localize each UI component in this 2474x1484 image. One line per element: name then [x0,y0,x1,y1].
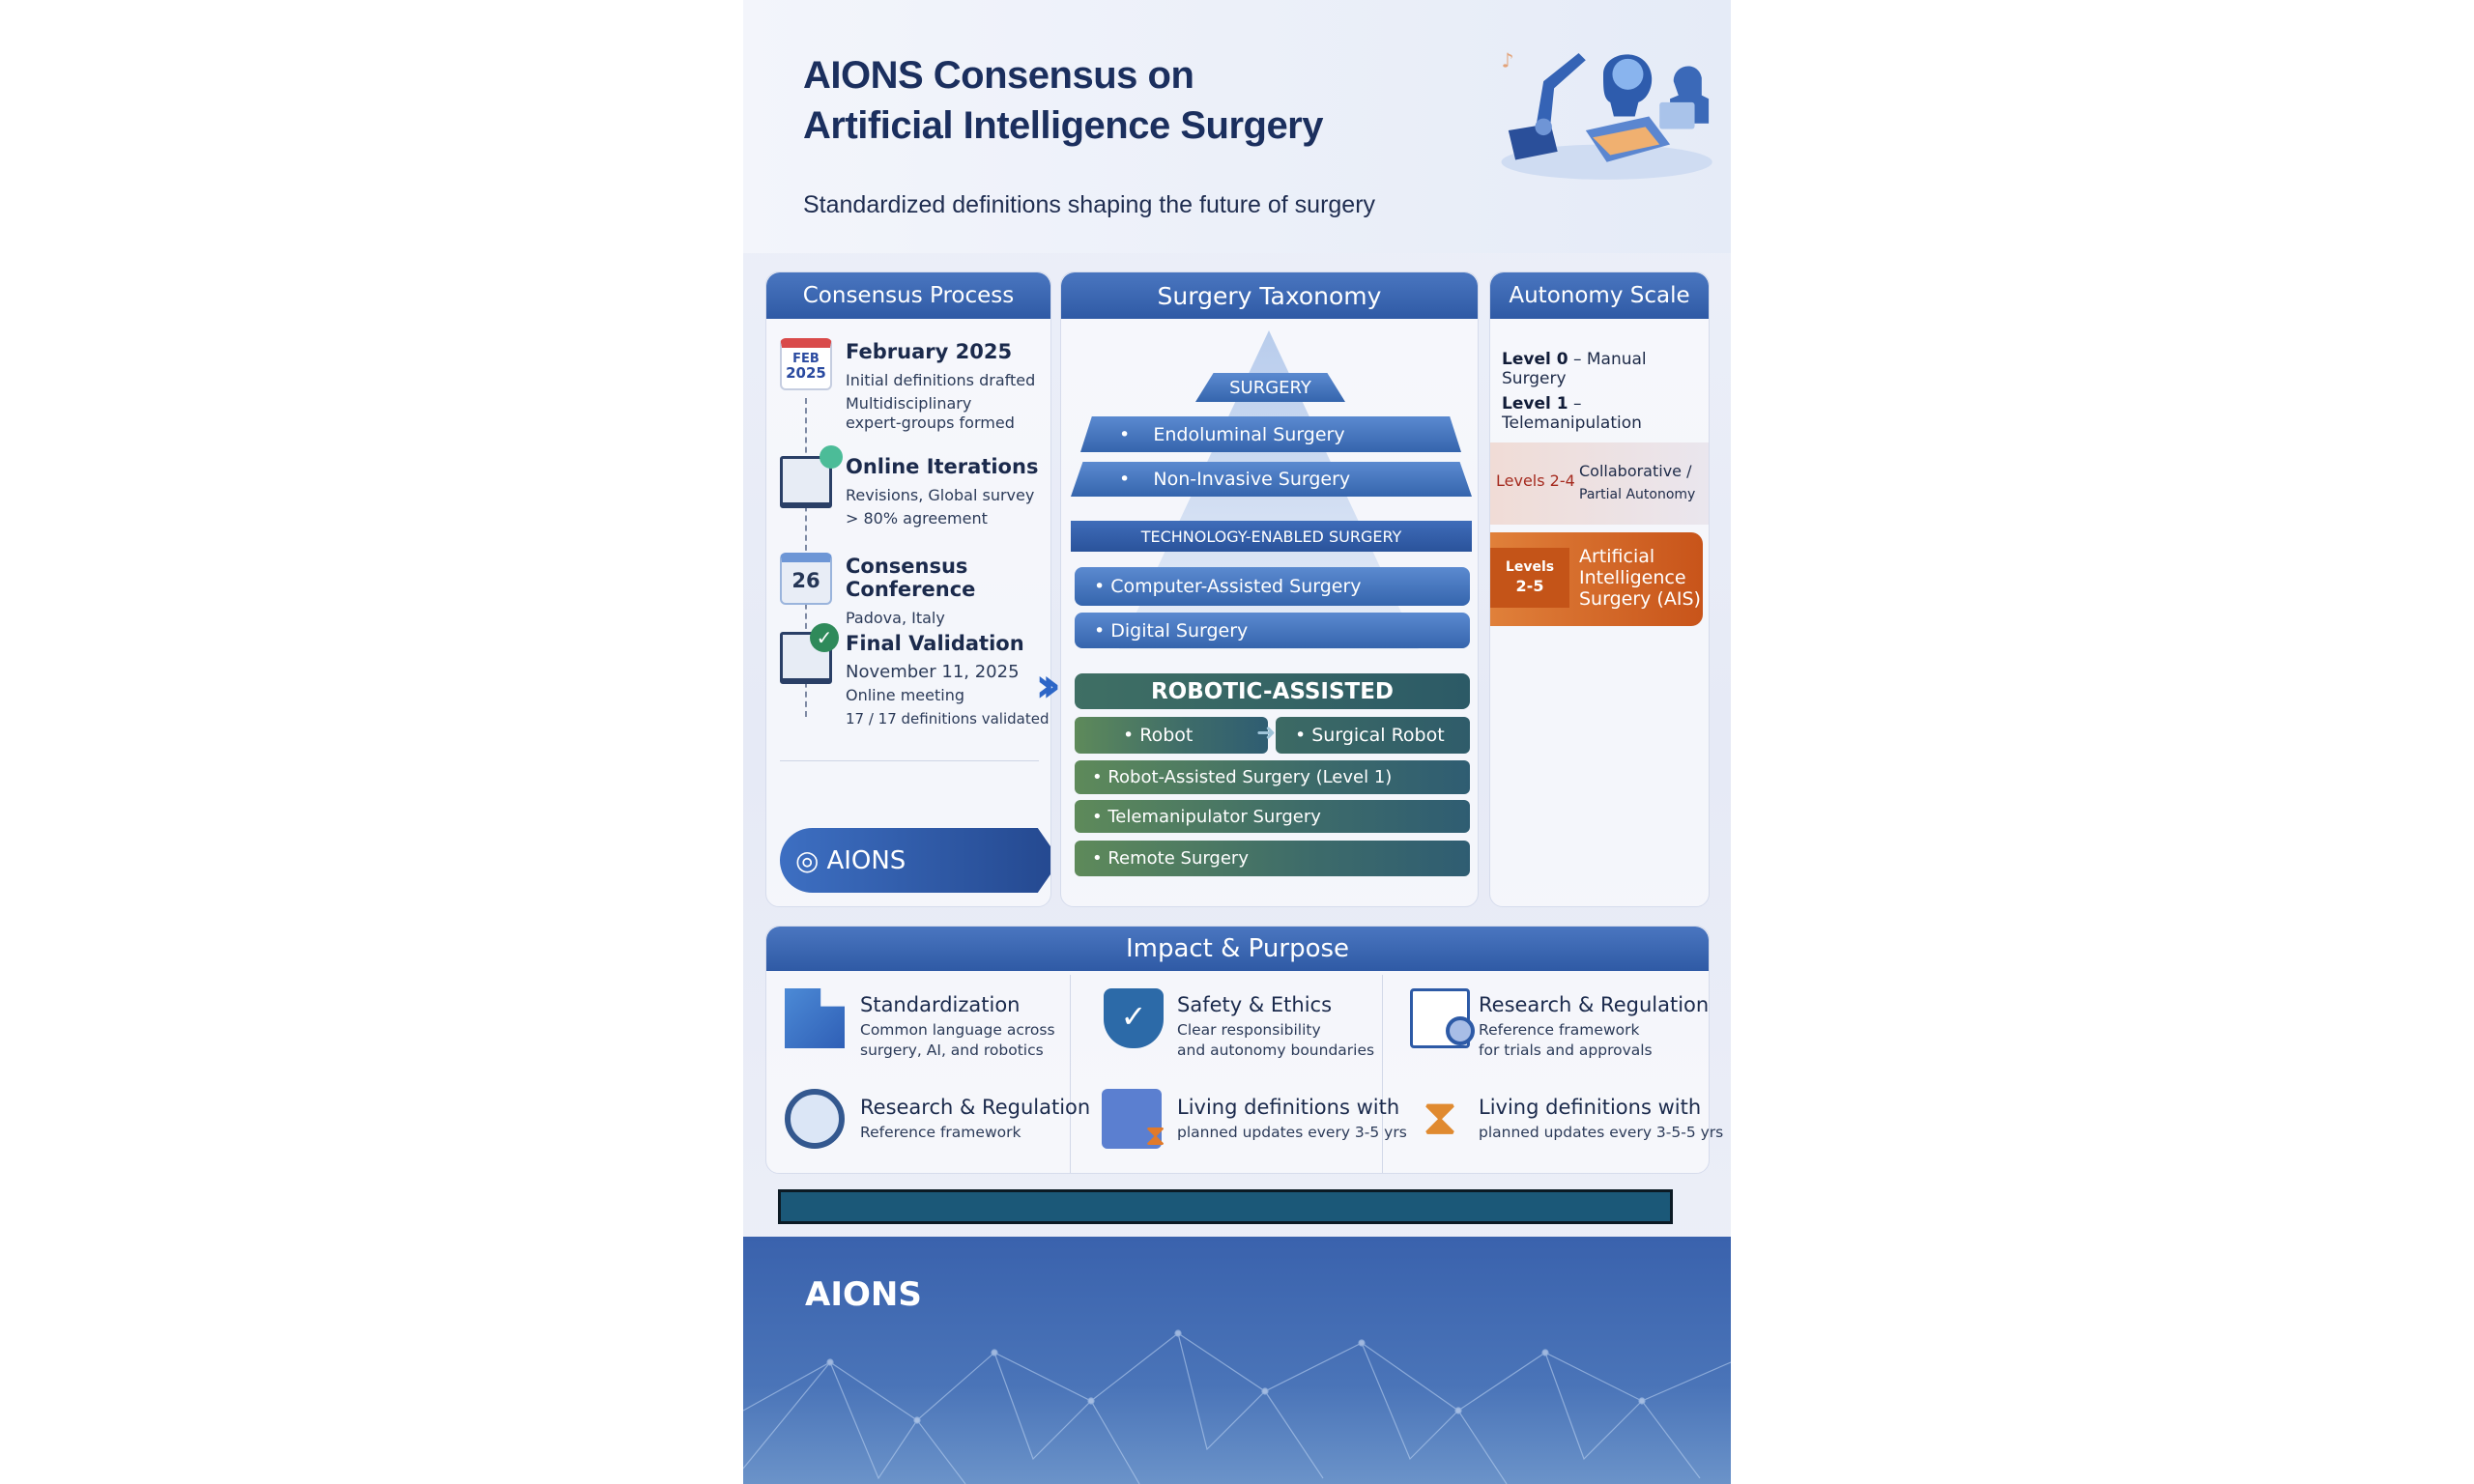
tier-technology-enabled: TECHNOLOGY-ENABLED SURGERY [1071,521,1472,552]
calendar-26-icon: 26 [780,553,832,605]
consensus-process-panel: Consensus Process FEB 2025 February 2025… [765,271,1051,907]
step-final-validation: Final Validation November 11, 2025 Onlin… [846,632,1050,728]
tier-remote-surgery: • Remote Surgery [1075,841,1470,876]
tier-surgical-robot: • Surgical Robot [1276,717,1470,754]
tier-digital: • Digital Surgery [1075,613,1470,648]
consensus-process-heading: Consensus Process [766,272,1050,319]
taxonomy-heading: Surgery Taxonomy [1061,272,1478,319]
infographic-poster: AIONS Consensus on Artificial Intelligen… [743,0,1731,1484]
tier-robotic-assisted: ROBOTIC-ASSISTED [1075,673,1470,709]
arrow-right-icon: ➜ [1256,719,1277,746]
tier-non-invasive: • Non-Invasive Surgery [1071,462,1472,497]
calendar-feb-icon: FEB 2025 [780,338,832,390]
hero-banner [743,0,1731,253]
step-consensus-conference: Consensus Conference Padova, Italy [846,555,976,627]
robot-ai-illustration-icon: ♪ [1501,49,1712,180]
step-february-2025: February 2025 Initial definitions drafte… [846,340,1036,432]
step-online-iterations: Online Iterations Revisions, Global surv… [846,455,1039,528]
magnifier-icon [785,1089,845,1149]
tier-surgery: SURGERY [1195,373,1345,402]
tier-endoluminal: • Endoluminal Surgery [1080,416,1461,452]
laptop-check-icon: ✓ [780,623,839,684]
divider [1382,975,1383,1173]
levels-2-4-box: Levels 2-4 Collaborative /Partial Autono… [1490,442,1709,525]
document-magnifier-icon [1410,988,1475,1048]
shield-check-icon: ✓ [1104,988,1164,1048]
surgery-taxonomy-panel: Surgery Taxonomy SURGERY • Endoluminal S… [1060,271,1479,907]
impact-purpose-panel: Impact & Purpose [765,926,1710,1174]
subtitle: Standardized definitions shaping the fut… [803,191,1376,218]
title-line-1: AIONS Consensus on [803,54,1194,97]
progress-bar [778,1189,1673,1224]
impact-heading: Impact & Purpose [766,927,1709,971]
hourglass-icon: ⧗ [1422,1089,1458,1147]
divider [780,760,1039,761]
divider [1070,975,1071,1173]
network-pattern-icon [743,1329,1731,1484]
autonomy-heading: Autonomy Scale [1490,272,1709,319]
laptop-chat-icon [780,445,843,508]
calendar-hourglass-icon: ⧗ [1102,1089,1165,1153]
tier-robot-assisted-surgery: • Robot-Assisted Surgery (Level 1) [1075,760,1470,794]
footer: AIONS [743,1237,1731,1484]
tier-robot: • Robot [1075,717,1268,754]
page-title: AIONS Consensus on Artificial Intelligen… [803,50,1324,151]
tier-telemanipulator-surgery: • Telemanipulator Surgery [1075,800,1470,833]
footer-brand: AIONS [805,1275,922,1314]
globe-logo-icon: ◎ [795,844,820,876]
autonomy-scale-panel: Autonomy Scale Level 0 – Manual Surgery … [1489,271,1710,907]
svg-text:♪: ♪ [1502,49,1514,72]
level-0: Level 0 – Manual Surgery [1502,350,1647,388]
level-1: Level 1 – Telemanipulation [1502,394,1642,433]
chevron-right-icon: ›› [1035,657,1061,713]
title-line-2: Artificial Intelligence Surgery [803,104,1324,147]
aions-brand-button[interactable]: ◎ AIONS [780,828,1050,893]
tier-computer-assisted: • Computer-Assisted Surgery [1075,567,1470,606]
